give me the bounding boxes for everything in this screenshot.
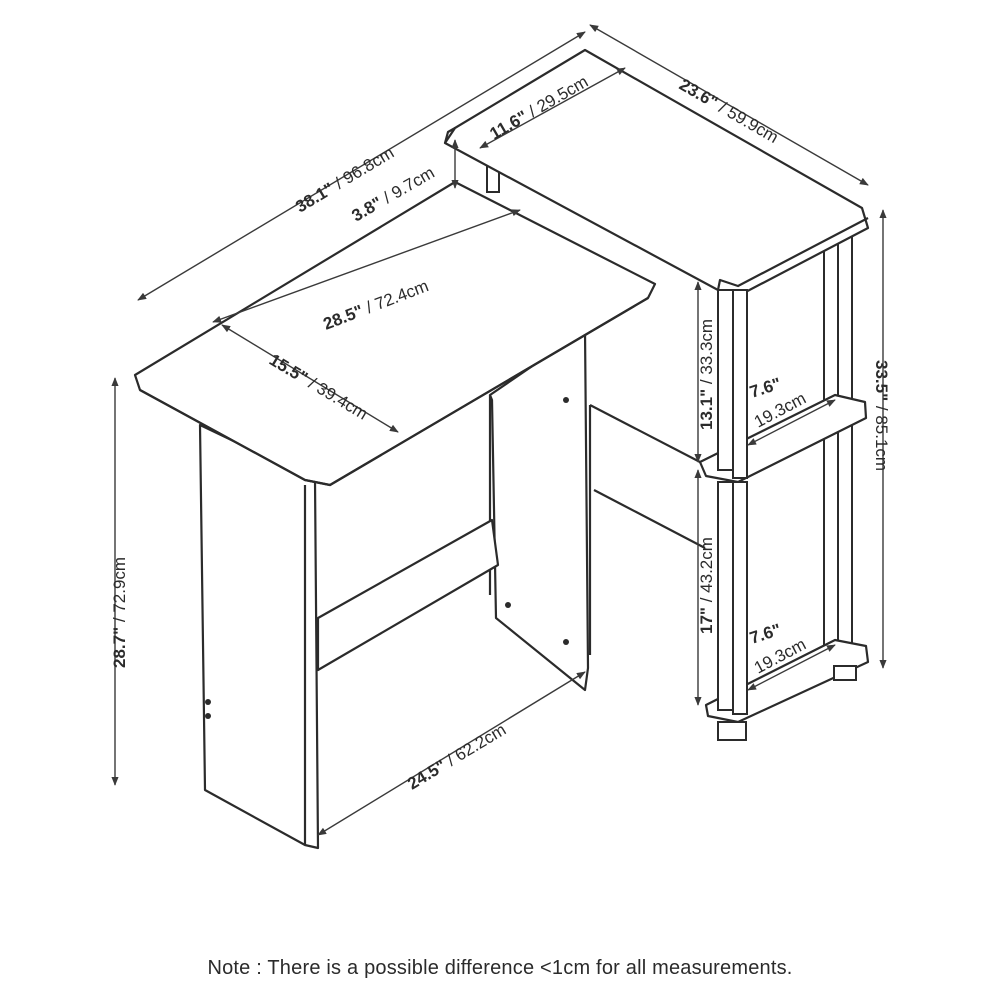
legroom-width-line: [317, 671, 586, 836]
upper-cube-depth-line: [747, 399, 836, 446]
desk-right-leg-panel: [488, 328, 590, 692]
shelf-top-front-edge: [716, 217, 869, 291]
screw-hole: [205, 699, 211, 705]
shelf-foot-front: [717, 721, 747, 741]
lower-cube-depth-line: [747, 644, 836, 691]
label-desk-height: 28.7" / 72.9cm: [110, 557, 129, 668]
shelf-front-post-lower: [717, 481, 734, 711]
label-upper-cube-imperial: 7.6": [747, 374, 783, 402]
shelf-front-post-upper: [717, 289, 734, 471]
shelf-foot-right: [833, 665, 857, 681]
shelf-front-post-lower-2: [732, 481, 748, 715]
label-legroom-width: 24.5" / 62.2cm: [404, 720, 509, 793]
measurement-note: Note : There is a possible difference <1…: [207, 957, 793, 979]
shelf-post-right-lower-2: [837, 419, 853, 653]
shelf-post-right-upper: [823, 231, 839, 411]
dimension-lines: [111, 24, 887, 836]
screw-hole: [205, 713, 211, 719]
desk-width-line: [212, 209, 521, 323]
shelf-post-right-lower: [823, 424, 839, 651]
screw-hole: [563, 397, 569, 403]
shelf-width-line: [589, 24, 869, 186]
label-shelf-total-height: 33.5" / 85.1cm: [872, 360, 891, 471]
desk-top-front-edge: [139, 297, 649, 487]
desk-unit: [133, 180, 657, 850]
shelf-post-right-upper-2: [837, 225, 853, 419]
shelf-depth-line: [479, 67, 626, 149]
screw-hole: [505, 602, 511, 608]
label-lower-opening: 17" / 43.2cm: [697, 537, 716, 634]
desk-left-leg-panel: [198, 423, 320, 850]
screw-hole: [563, 639, 569, 645]
label-upper-opening: 13.1" / 33.3cm: [697, 319, 716, 430]
label-lower-cube-imperial: 7.6": [747, 620, 783, 648]
desk-depth-line: [221, 324, 399, 433]
shelf-inner-line-lower: [593, 489, 706, 549]
desk-modesty-panel: [316, 518, 500, 672]
shelf-front-post-upper-2: [732, 289, 748, 479]
shelf-inner-line: [589, 404, 701, 463]
